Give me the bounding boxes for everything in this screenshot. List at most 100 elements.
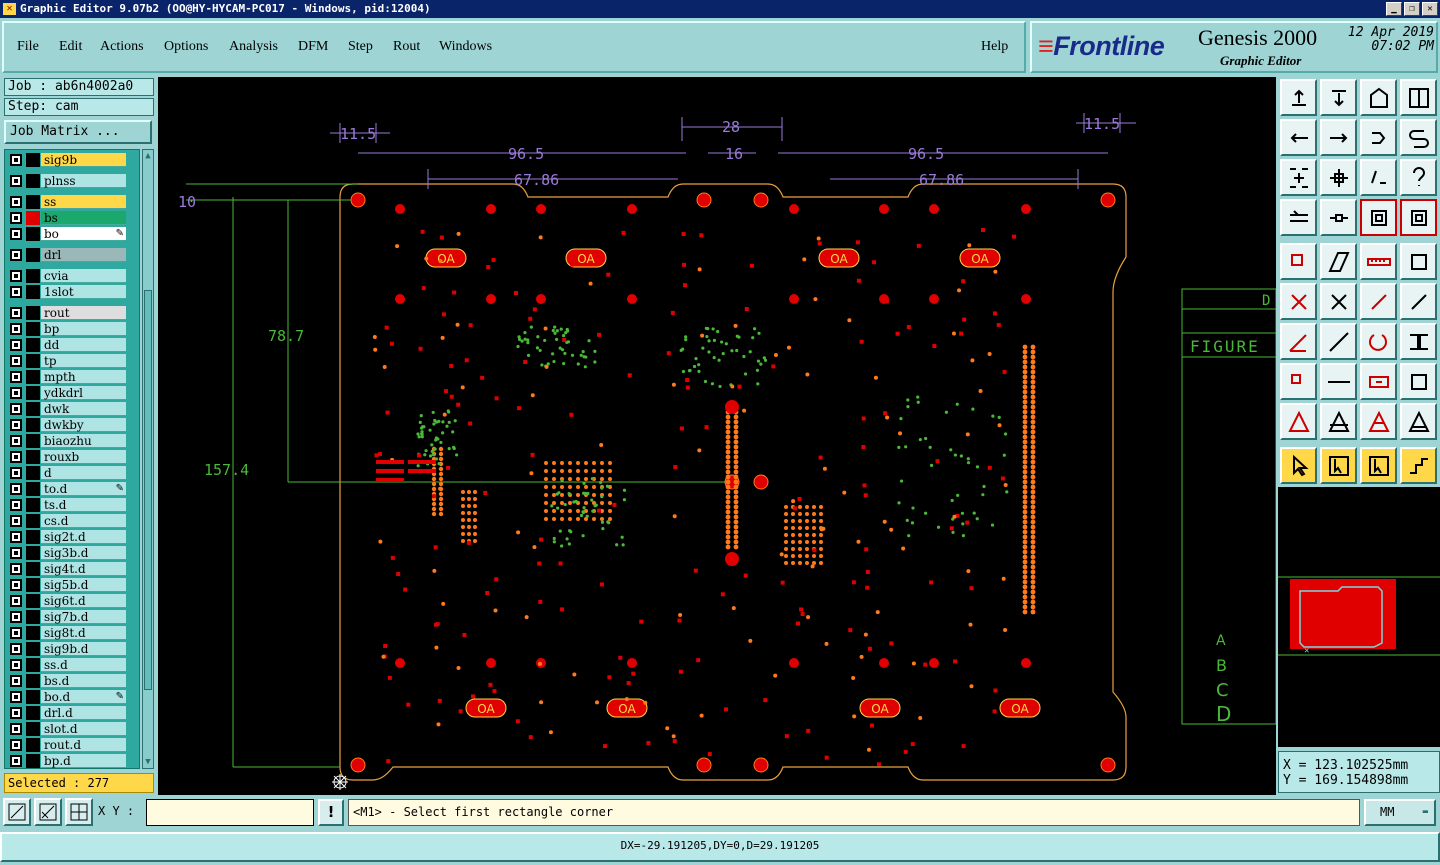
tool-route-button[interactable] <box>1400 447 1437 484</box>
tool-cross-button[interactable] <box>1320 283 1357 320</box>
layer-row-biaozhu[interactable]: biaozhu <box>5 433 139 449</box>
layer-color-swatch[interactable] <box>26 594 40 608</box>
menu-rout[interactable]: Rout <box>393 39 421 54</box>
menu-file[interactable]: File <box>17 39 39 54</box>
layer-checkbox[interactable] <box>10 659 22 671</box>
layer-row-1slot[interactable]: 1slot <box>5 284 139 300</box>
layer-row-bo-d[interactable]: bo.d✎ <box>5 689 139 705</box>
tool-arrow-up-button[interactable] <box>1280 79 1317 116</box>
layer-name[interactable]: rouxb <box>41 450 126 464</box>
tool-arrow-pad-button[interactable] <box>1400 283 1437 320</box>
layer-row-sig9b[interactable]: sig9b <box>5 152 139 168</box>
menu-help[interactable]: Help <box>981 39 1009 54</box>
tool-triangle-button[interactable] <box>1280 403 1317 440</box>
scroll-up-icon[interactable]: ▲ <box>145 151 151 161</box>
tool-triangle-c-button[interactable] <box>1400 403 1437 440</box>
layer-checkbox[interactable] <box>10 403 22 415</box>
layer-name[interactable]: sig9b <box>41 153 126 167</box>
layer-checkbox[interactable] <box>10 707 22 719</box>
layer-name[interactable]: dwk <box>41 402 126 416</box>
layer-row-d[interactable]: d <box>5 465 139 481</box>
layer-name[interactable]: ss.d <box>41 658 126 672</box>
layer-name[interactable]: rout.d <box>41 738 126 752</box>
layer-row-bp[interactable]: bp <box>5 321 139 337</box>
layer-name[interactable]: cvia <box>41 269 126 283</box>
layer-color-swatch[interactable] <box>26 482 40 496</box>
layer-name[interactable]: 1slot <box>41 285 126 299</box>
layer-checkbox[interactable] <box>10 547 22 559</box>
layer-row-sig2t-d[interactable]: sig2t.d <box>5 529 139 545</box>
layer-name[interactable]: bs <box>41 211 126 225</box>
layer-checkbox[interactable] <box>10 249 22 261</box>
minimize-button[interactable]: ▁ <box>1386 2 1402 16</box>
layer-name[interactable]: bp.d <box>41 754 126 768</box>
layer-checkbox[interactable] <box>10 323 22 335</box>
tool-slash-button[interactable] <box>1320 323 1357 360</box>
layer-checkbox[interactable] <box>10 435 22 447</box>
layer-checkbox[interactable] <box>10 339 22 351</box>
layer-checkbox[interactable] <box>10 739 22 751</box>
layer-name[interactable]: bs.d <box>41 674 126 688</box>
layer-color-swatch[interactable] <box>26 498 40 512</box>
tool-polygon-button[interactable] <box>1320 243 1357 280</box>
tool-frame-button[interactable] <box>1360 363 1397 400</box>
layer-color-swatch[interactable] <box>26 690 40 704</box>
menu-options[interactable]: Options <box>164 39 209 54</box>
layer-color-swatch[interactable] <box>26 386 40 400</box>
layer-color-swatch[interactable] <box>26 354 40 368</box>
tool-pointer-button[interactable] <box>1280 447 1317 484</box>
layer-color-swatch[interactable] <box>26 562 40 576</box>
menu-actions[interactable]: Actions <box>100 39 144 54</box>
layer-name[interactable]: mpth <box>41 370 126 384</box>
layer-color-swatch[interactable] <box>26 434 40 448</box>
layer-color-swatch[interactable] <box>26 153 40 167</box>
layer-name[interactable]: to.d✎ <box>41 482 126 496</box>
layer-color-swatch[interactable] <box>26 466 40 480</box>
layer-checkbox[interactable] <box>10 355 22 367</box>
layer-color-swatch[interactable] <box>26 722 40 736</box>
layer-checkbox[interactable] <box>10 611 22 623</box>
tool-help-button[interactable] <box>1400 159 1437 196</box>
layer-color-swatch[interactable] <box>26 546 40 560</box>
layer-row-sig6t-d[interactable]: sig6t.d <box>5 593 139 609</box>
layer-checkbox[interactable] <box>10 579 22 591</box>
layer-row-bo[interactable]: bo✎ <box>5 226 139 242</box>
tool-group-button[interactable] <box>1400 363 1437 400</box>
menu-windows[interactable]: Windows <box>439 39 493 54</box>
layer-name[interactable]: ss <box>41 195 126 209</box>
layer-name[interactable]: bo.d✎ <box>41 690 126 704</box>
layer-color-swatch[interactable] <box>26 674 40 688</box>
layer-checkbox[interactable] <box>10 387 22 399</box>
grid-button[interactable] <box>65 798 93 826</box>
layer-name[interactable]: tp <box>41 354 126 368</box>
tool-pointer-select-button[interactable] <box>1360 447 1397 484</box>
layer-checkbox[interactable] <box>10 228 22 240</box>
tool-pad-button[interactable] <box>1280 243 1317 280</box>
layer-row-rout-d[interactable]: rout.d <box>5 737 139 753</box>
tool-split-button[interactable] <box>1400 79 1437 116</box>
layer-row-drl[interactable]: drl <box>5 247 139 263</box>
xy-input[interactable] <box>146 799 314 826</box>
layer-row-sig3b-d[interactable]: sig3b.d <box>5 545 139 561</box>
tool-tweezers-button[interactable] <box>1280 199 1317 236</box>
xy-execute-button[interactable]: ! <box>318 799 344 826</box>
layer-name[interactable]: bp <box>41 322 126 336</box>
layer-checkbox[interactable] <box>10 467 22 479</box>
layer-row-plnss[interactable]: plnss <box>5 173 139 189</box>
job-matrix-button[interactable]: Job Matrix ... <box>4 120 152 144</box>
tool-connect-button[interactable] <box>1280 283 1317 320</box>
layer-checkbox[interactable] <box>10 595 22 607</box>
layer-checkbox[interactable] <box>10 154 22 166</box>
layer-color-swatch[interactable] <box>26 269 40 283</box>
layer-name[interactable]: d <box>41 466 126 480</box>
tool-mirror-button[interactable] <box>1400 323 1437 360</box>
layer-name[interactable]: bo✎ <box>41 227 126 241</box>
layer-color-swatch[interactable] <box>26 338 40 352</box>
tool-ruler-button[interactable] <box>1360 243 1397 280</box>
tool-arrow-down-button[interactable] <box>1320 79 1357 116</box>
scroll-thumb[interactable] <box>144 290 152 690</box>
layer-row-sig9b-d[interactable]: sig9b.d <box>5 641 139 657</box>
layer-color-swatch[interactable] <box>26 370 40 384</box>
